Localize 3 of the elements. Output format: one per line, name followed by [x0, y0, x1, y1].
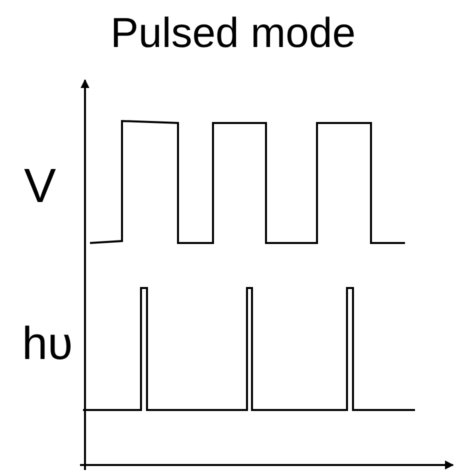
voltage-label: V	[24, 163, 56, 211]
chart-title: Pulsed mode	[110, 12, 356, 54]
photon-label: hυ	[22, 320, 73, 366]
